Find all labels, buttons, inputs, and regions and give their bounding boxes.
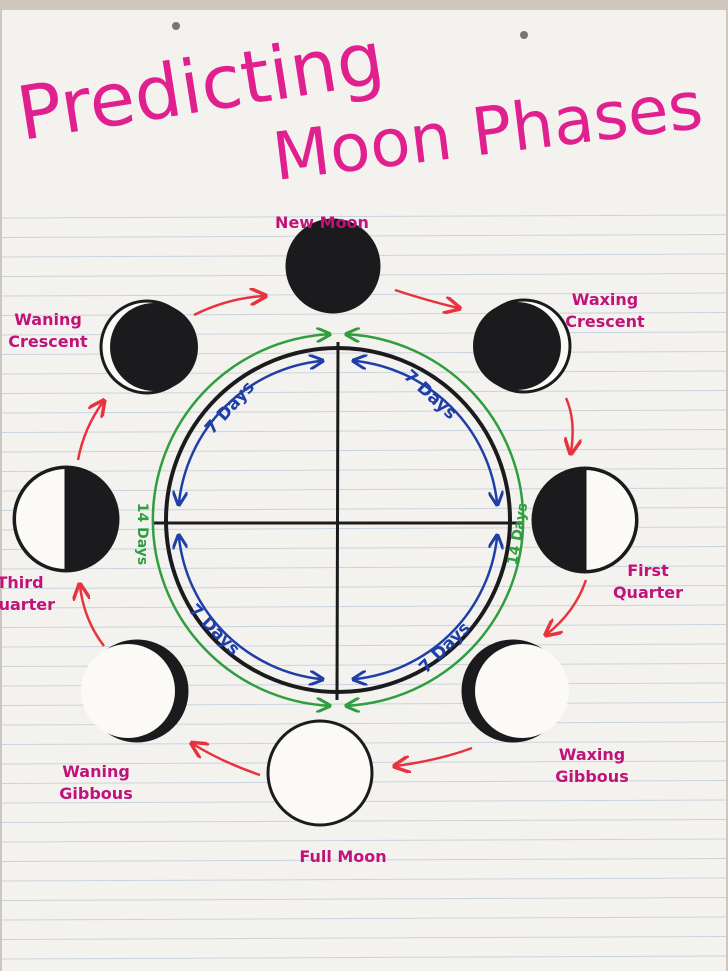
rule-line	[1, 877, 727, 882]
full-moon-label-line-1: Full Moon	[299, 847, 386, 866]
moon-shadow	[110, 303, 198, 391]
seven-day-arrow	[179, 537, 321, 679]
seven-day-arrow	[355, 537, 497, 679]
fourteen-days-label: 14 Days	[134, 503, 150, 565]
cycle-arrow	[396, 746, 473, 766]
cycle-arrow	[394, 288, 458, 308]
moon-lit-half	[585, 470, 635, 570]
phase-labels: New MoonWaxingCrescentFirstQuarterWaxing…	[0, 213, 683, 866]
rule-line	[1, 214, 727, 219]
fourteen-day-arrows	[151, 334, 525, 705]
cycle-arrow	[193, 744, 261, 777]
seven-day-arrows	[179, 361, 497, 679]
rule-line	[1, 858, 727, 862]
third-quarter-label-line-1: Third	[0, 573, 44, 592]
waning-gibbous-label-line-2: Gibbous	[59, 784, 132, 803]
phase-cycle-arrows	[76, 288, 588, 777]
seven-day-arrow	[355, 361, 497, 503]
rule-line	[1, 936, 727, 940]
waning-gibbous-icon	[81, 639, 189, 743]
waning-crescent-label-line-2: Crescent	[8, 332, 88, 351]
waxing-crescent-label-line-1: Waxing	[572, 290, 639, 309]
cycle-arrow	[76, 402, 103, 461]
moon-lit-half	[16, 469, 66, 569]
orbit-vertical-axis	[335, 341, 340, 701]
fourteen-day-arrow-left	[151, 334, 328, 705]
rule-line	[1, 955, 727, 960]
seven-day-arrow	[179, 361, 321, 503]
rule-line	[1, 838, 727, 843]
third-quarter-icon	[12, 465, 120, 573]
waxing-gibbous-label-line-2: Gibbous	[555, 767, 628, 786]
rule-line	[1, 916, 727, 921]
binder-hole-right	[520, 31, 528, 39]
waxing-gibbous-label-line-1: Waxing	[559, 745, 626, 764]
binder-holes	[172, 22, 528, 39]
first-quarter-icon	[531, 466, 639, 574]
waning-crescent-icon	[99, 299, 198, 395]
cycle-arrow	[547, 579, 588, 634]
moon-disc	[266, 719, 374, 827]
full-moon-icon	[266, 719, 374, 827]
moon-phase-icons	[12, 218, 639, 827]
moon-disc	[285, 218, 381, 314]
third-quarter-label-line-2: Quarter	[0, 595, 55, 614]
cycle-arrow	[193, 296, 264, 317]
waxing-crescent-icon	[473, 298, 572, 394]
waning-gibbous-label-line-1: Waning	[62, 762, 130, 781]
cycle-arrow	[80, 586, 105, 647]
fourteen-day-arrow-right	[348, 334, 525, 705]
rule-line	[1, 819, 727, 823]
waning-crescent-label-line-1: Waning	[14, 310, 82, 329]
binder-hole-left	[172, 22, 180, 30]
moon-lit-area	[81, 644, 175, 738]
first-quarter-label-line-1: First	[627, 561, 669, 580]
new-moon-label-line-1: New Moon	[275, 213, 369, 232]
orbit-circle	[154, 341, 522, 701]
moon-lit-area	[475, 644, 569, 738]
moon-shadow	[473, 302, 561, 390]
cycle-arrow	[566, 397, 573, 452]
waxing-crescent-label-line-2: Crescent	[565, 312, 645, 331]
first-quarter-label-line-2: Quarter	[613, 583, 683, 602]
new-moon-icon	[285, 218, 381, 314]
rule-line	[1, 897, 727, 901]
waxing-gibbous-icon	[461, 639, 569, 743]
